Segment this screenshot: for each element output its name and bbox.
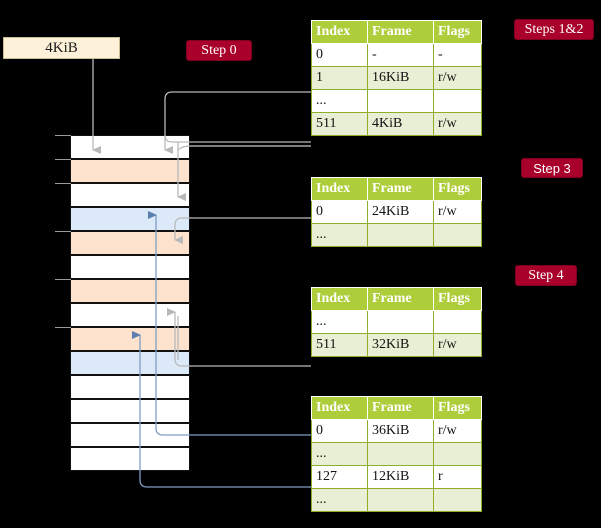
memory-frame-row [70, 279, 190, 303]
table-row: 0-- [311, 43, 482, 67]
table-cell-index: ... [311, 488, 368, 512]
table-cell-frame: 24KiB [367, 200, 434, 224]
table-cell-frame [367, 223, 434, 247]
table-cell-flags: r [433, 465, 482, 489]
table-cell-index: 0 [311, 200, 368, 224]
table-cell-flags [433, 223, 482, 247]
column-header-index: Index [311, 20, 368, 44]
table-cell-index: 0 [311, 43, 368, 67]
column-header-index: Index [311, 396, 368, 420]
table-cell-index: ... [311, 442, 368, 466]
table-cell-frame: 16KiB [367, 66, 434, 90]
memory-frame-row [70, 159, 190, 183]
step-label-text: Steps 1&2 [524, 21, 584, 37]
table-cell-frame: 12KiB [367, 465, 434, 489]
table-cell-frame [367, 89, 434, 113]
table-row: ... [311, 310, 482, 334]
table-cell-flags: r/w [433, 66, 482, 90]
table-cell-frame: 4KiB [367, 112, 434, 136]
table-cell-index: ... [311, 310, 368, 334]
table-cell-flags: r/w [433, 112, 482, 136]
table-row: ... [311, 223, 482, 247]
memory-frame-row [70, 327, 190, 351]
table-cell-index: ... [311, 89, 368, 113]
table-cell-flags: - [433, 43, 482, 67]
memory-frame-row [70, 303, 190, 327]
memory-frame-row [70, 183, 190, 207]
table-cell-flags [433, 310, 482, 334]
memory-row-stub [55, 135, 71, 136]
step-label-step12: Steps 1&2 [514, 19, 594, 40]
memory-row-stub [55, 183, 71, 184]
memory-row-stub [55, 327, 71, 328]
memory-row-stub [55, 279, 71, 280]
step-label-step4: Step 4 [515, 265, 577, 286]
memory-frame-row [70, 207, 190, 231]
memory-frame-row [70, 375, 190, 399]
table-cell-flags [433, 488, 482, 512]
step-label-step3: Step 3 [521, 158, 583, 178]
source-frame-box: 4KiB [3, 37, 120, 59]
memory-frame-row [70, 447, 190, 471]
table-cell-index: 511 [311, 112, 368, 136]
column-header-frame: Frame [367, 396, 434, 420]
column-header-frame: Frame [367, 287, 434, 311]
step-label-step0: Step 0 [186, 40, 252, 61]
table-cell-index: 511 [311, 333, 368, 357]
source-frame-label: 4KiB [45, 39, 78, 56]
memory-row-stub [55, 231, 71, 232]
table-cell-frame [367, 442, 434, 466]
table-cell-flags: r/w [433, 200, 482, 224]
column-header-flags: Flags [433, 287, 482, 311]
table-cell-flags: r/w [433, 419, 482, 443]
step-label-text: Step 0 [201, 42, 237, 58]
table-cell-flags: r/w [433, 333, 482, 357]
column-header-frame: Frame [367, 20, 434, 44]
column-header-flags: Flags [433, 20, 482, 44]
physical-memory-column [70, 135, 190, 471]
table-cell-frame: - [367, 43, 434, 67]
table-row: ... [311, 442, 482, 466]
memory-frame-row [70, 351, 190, 375]
memory-frame-row [70, 231, 190, 255]
table-cell-frame: 32KiB [367, 333, 434, 357]
table-cell-frame: 36KiB [367, 419, 434, 443]
step-label-text: Step 3 [533, 160, 571, 176]
column-header-index: Index [311, 177, 368, 201]
column-header-index: Index [311, 287, 368, 311]
table-cell-frame [367, 488, 434, 512]
step-label-text: Step 4 [528, 267, 564, 283]
table-cell-index: 127 [311, 465, 368, 489]
table-row: ... [311, 488, 482, 512]
column-header-flags: Flags [433, 177, 482, 201]
table-row: ... [311, 89, 482, 113]
table-cell-frame [367, 310, 434, 334]
memory-frame-row [70, 255, 190, 279]
memory-frame-row [70, 399, 190, 423]
memory-row-stub [55, 159, 71, 160]
memory-frame-row [70, 423, 190, 447]
table-cell-index: 0 [311, 419, 368, 443]
table-cell-index: 1 [311, 66, 368, 90]
column-header-flags: Flags [433, 396, 482, 420]
table-cell-index: ... [311, 223, 368, 247]
memory-frame-row [70, 135, 190, 159]
column-header-frame: Frame [367, 177, 434, 201]
table-cell-flags [433, 442, 482, 466]
table-cell-flags [433, 89, 482, 113]
